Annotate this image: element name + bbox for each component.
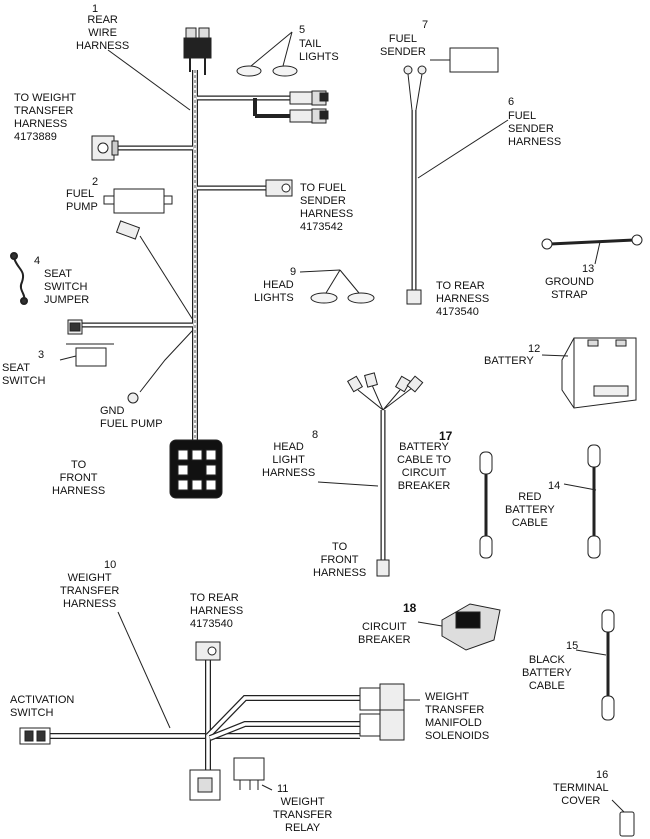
callout-9: 9	[290, 266, 297, 278]
label-to-front-harness-left: TO FRONT HARNESS	[52, 459, 106, 497]
seat-switch	[59, 343, 114, 367]
label-rear-wire-harness: REAR WIRE HARNESS	[76, 14, 130, 52]
label-wt-manifold-solenoids: WEIGHT TRANSFER MANIFOLD SOLENOIDS	[425, 691, 490, 742]
callout-15: 15	[566, 640, 579, 652]
callout-1: 1	[92, 3, 99, 15]
callout-12: 12	[528, 343, 541, 355]
battery	[541, 337, 637, 409]
weight-transfer-relay	[189, 757, 273, 801]
label-terminal-cover: TERMINAL COVER	[553, 782, 609, 807]
head-light-harness	[317, 372, 424, 577]
label-gnd-fuel-pump: GND FUEL PUMP	[100, 405, 163, 430]
battery-cable-to-circuit-breaker	[479, 451, 493, 559]
tail-lights	[236, 31, 298, 77]
seat-switch-jumper	[10, 252, 28, 305]
callout-6: 6	[508, 96, 515, 108]
label-weight-transfer-harness: WEIGHT TRANSFER HARNESS	[60, 572, 120, 610]
ground-strap	[541, 234, 643, 265]
label-to-rear-harness-bottom: TO REAR HARNESS 4173540	[190, 592, 244, 630]
head-lights	[299, 269, 375, 304]
label-to-rear-harness-top: TO REAR HARNESS 4173540	[436, 280, 490, 318]
black-battery-cable	[575, 609, 615, 721]
callout-14: 14	[548, 480, 561, 492]
fuel-pump	[103, 188, 173, 214]
solenoid-connectors	[359, 683, 420, 741]
label-ground-strap: GROUND STRAP	[545, 276, 594, 301]
label-battery-cable-cb: BATTERY CABLE TO CIRCUIT BREAKER	[397, 441, 452, 492]
label-to-front-harness-mid: TO FRONT HARNESS	[313, 541, 367, 579]
label-seat-switch-jumper: SEAT SWITCH JUMPER	[44, 268, 90, 306]
label-to-weight-transfer: TO WEIGHT TRANSFER HARNESS 4173889	[14, 92, 77, 143]
label-fuel-pump: FUEL PUMP	[66, 188, 98, 213]
label-black-battery-cable: BLACK BATTERY CABLE	[522, 654, 572, 692]
label-head-light-harness: HEAD LIGHT HARNESS	[262, 441, 316, 479]
fuel-sender	[403, 47, 509, 305]
callout-7: 7	[422, 19, 429, 31]
label-tail-lights: TAIL LIGHTS	[299, 38, 339, 63]
callout-16: 16	[596, 769, 609, 781]
label-head-lights: HEAD LIGHTS	[254, 279, 294, 304]
label-red-battery-cable: RED BATTERY CABLE	[505, 491, 555, 529]
label-fuel-sender-harness: FUEL SENDER HARNESS	[508, 110, 562, 148]
weight-transfer-harness	[48, 611, 360, 780]
callout-10: 10	[104, 559, 117, 571]
label-battery: BATTERY	[484, 355, 534, 367]
activation-switch	[19, 727, 51, 745]
red-battery-cable	[563, 444, 601, 559]
circuit-breaker	[417, 603, 501, 651]
label-activation-switch: ACTIVATION SWITCH	[10, 694, 75, 719]
callout-2: 2	[92, 176, 99, 188]
callout-18: 18	[403, 601, 417, 615]
label-seat-switch: SEAT SWITCH	[2, 362, 46, 387]
callout-4: 4	[34, 255, 41, 267]
label-wt-relay: WEIGHT TRANSFER RELAY	[273, 796, 333, 834]
label-fuel-sender: FUEL SENDER	[380, 33, 426, 58]
callout-5: 5	[299, 24, 306, 36]
label-circuit-breaker: CIRCUIT BREAKER	[358, 621, 411, 646]
callout-17: 17	[439, 429, 453, 443]
label-to-fuel-sender: TO FUEL SENDER HARNESS 4173542	[300, 182, 354, 233]
callout-11: 11	[277, 783, 289, 795]
callout-8: 8	[312, 429, 319, 441]
rear-wire-harness	[67, 27, 329, 499]
terminal-cover	[611, 799, 635, 837]
callout-3: 3	[38, 349, 45, 361]
callout-13: 13	[582, 263, 595, 275]
